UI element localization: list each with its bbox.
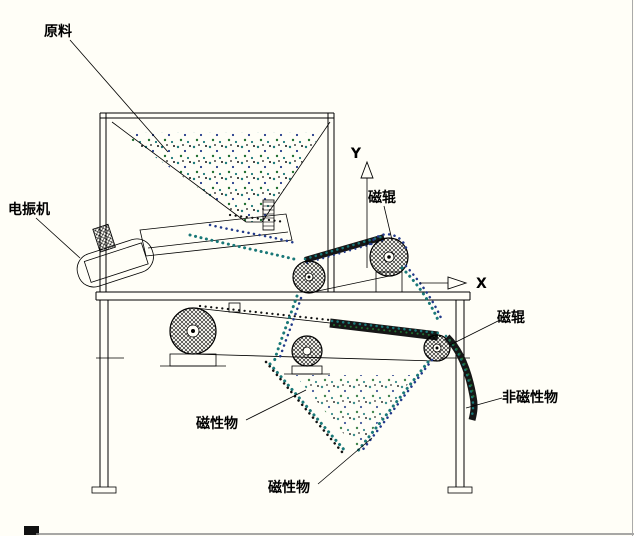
y-axis-arrowhead-icon bbox=[360, 160, 374, 179]
leader-magnetic-left bbox=[245, 389, 307, 421]
x-axis-arrowhead-icon bbox=[447, 276, 468, 290]
leader-magnetic-bottom bbox=[317, 437, 373, 485]
coordinate-axes bbox=[360, 160, 468, 290]
falling-pile-particles bbox=[295, 375, 415, 450]
leader-vibrator bbox=[35, 217, 81, 259]
electric-vibrator bbox=[76, 223, 154, 288]
non-magnetic-stream bbox=[444, 334, 475, 421]
tension-roller-hub bbox=[302, 346, 312, 356]
left-foot bbox=[91, 486, 117, 494]
label-vibrator: 电振机 bbox=[8, 201, 50, 218]
bench-frame bbox=[91, 291, 473, 494]
label-magnetic-roller-right: 磁辊 bbox=[497, 309, 525, 326]
label-non-magnetic-material: 非磁性物 bbox=[502, 389, 558, 406]
upper-magnetic-roller-axle bbox=[387, 255, 391, 259]
feeder-spring-gauge bbox=[262, 199, 275, 231]
feeder-tray bbox=[139, 199, 293, 257]
feed-stream bbox=[228, 213, 287, 224]
upper-discharge-stream bbox=[404, 264, 443, 320]
leader-non-magnetic bbox=[465, 397, 503, 409]
upper-belt-band bbox=[304, 234, 385, 263]
drive-roller-pedestal bbox=[169, 353, 217, 367]
vibrator-armature bbox=[92, 223, 116, 253]
lower-conveyor bbox=[160, 304, 451, 375]
feed-stream bbox=[208, 223, 297, 245]
vibrator-housing bbox=[76, 238, 154, 288]
raw-material-particles bbox=[120, 132, 322, 222]
hopper bbox=[99, 112, 335, 292]
lower-magnetic-roller-axle bbox=[435, 346, 439, 350]
drive-roller-axle bbox=[191, 329, 195, 333]
label-axis-x: X bbox=[476, 276, 487, 292]
right-foot bbox=[447, 486, 473, 494]
upper-conveyor bbox=[292, 233, 409, 294]
non-magnetic-stream bbox=[449, 339, 475, 401]
magnetic-drop-stream bbox=[277, 296, 303, 362]
magnetic-stream-right bbox=[355, 360, 430, 454]
leader-raw-material bbox=[69, 39, 169, 153]
upper-discharge-stream bbox=[400, 266, 440, 322]
leader-magnetic-roller-top bbox=[383, 205, 393, 241]
vibrator-core bbox=[83, 242, 149, 283]
feeder-tray-body bbox=[139, 213, 293, 257]
lower-belt-particles bbox=[333, 324, 441, 337]
upper-belt-bottom bbox=[312, 274, 395, 293]
label-axis-y: Y bbox=[350, 146, 362, 162]
window-artifacts bbox=[24, 0, 634, 536]
mid-roller-pedestal bbox=[291, 365, 323, 375]
labels: 原料 电振机 磁辊 Y X 磁辊 非磁性物 磁性物 磁性物 bbox=[8, 23, 558, 496]
leader-magnetic-roller-right bbox=[449, 319, 501, 346]
lower-belt-particles bbox=[330, 319, 440, 335]
upper-head-roller-axle bbox=[307, 275, 311, 279]
feed-stream bbox=[188, 233, 300, 262]
feeder-tray-inner-line bbox=[147, 231, 289, 249]
corner-artifact bbox=[24, 526, 39, 535]
label-magnetic-material-bottom: 磁性物 bbox=[268, 479, 310, 496]
non-magnetic-band bbox=[444, 334, 478, 421]
lower-belt-particles bbox=[198, 304, 332, 322]
label-raw-material: 原料 bbox=[44, 23, 72, 40]
label-magnetic-material-left: 磁性物 bbox=[196, 415, 238, 432]
label-magnetic-roller-top: 磁辊 bbox=[368, 189, 396, 206]
hopper-funnel-wall bbox=[111, 121, 247, 223]
material-streams bbox=[188, 213, 478, 454]
leader-lines bbox=[35, 39, 503, 485]
roller-top-particles bbox=[368, 233, 409, 254]
